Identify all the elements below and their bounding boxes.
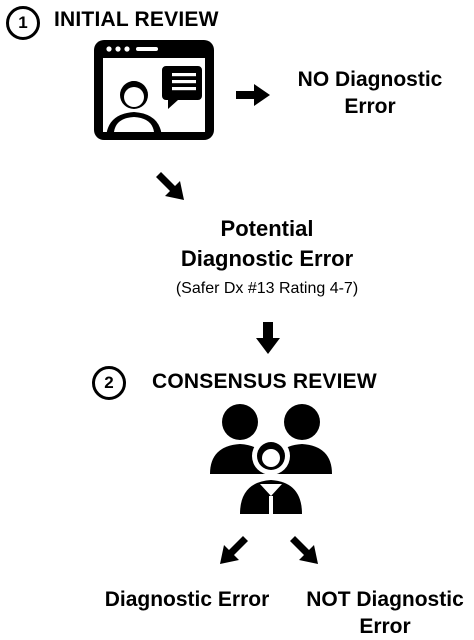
step-2-number: 2	[104, 373, 114, 392]
potential-line2: Diagnostic Error	[180, 246, 354, 271]
arrow-icon	[220, 536, 248, 564]
not-diagnostic-error-outcome: NOT Diagnostic Error	[296, 586, 474, 640]
step-2-badge: 2	[92, 366, 126, 400]
no-diagnostic-error-line1: NO Diagnostic	[297, 68, 443, 91]
no-diagnostic-error-line2: Error	[344, 95, 396, 118]
group-of-people-icon	[210, 404, 332, 516]
not-diagnostic-error-line1: NOT Diagnostic	[306, 588, 464, 611]
no-diagnostic-error-outcome: NO Diagnostic Error	[280, 66, 460, 120]
step-2-title: CONSENSUS REVIEW	[152, 370, 377, 393]
arrow-icon	[156, 172, 184, 200]
arrow-icon	[256, 322, 280, 354]
arrow-icon	[290, 536, 318, 564]
reviewer-at-screen-icon	[94, 40, 214, 140]
step-1-title: INITIAL REVIEW	[54, 8, 219, 31]
potential-line1: Potential	[220, 216, 314, 241]
potential-diagnostic-error: Potential Diagnostic Error	[160, 214, 374, 274]
arrow-icon	[236, 84, 270, 106]
step-1-number: 1	[18, 13, 28, 32]
diagnostic-error-outcome: Diagnostic Error	[104, 588, 270, 611]
not-diagnostic-error-line2: Error	[359, 615, 411, 638]
safer-dx-note: (Safer Dx #13 Rating 4-7)	[175, 280, 359, 297]
step-1-badge: 1	[6, 6, 40, 40]
